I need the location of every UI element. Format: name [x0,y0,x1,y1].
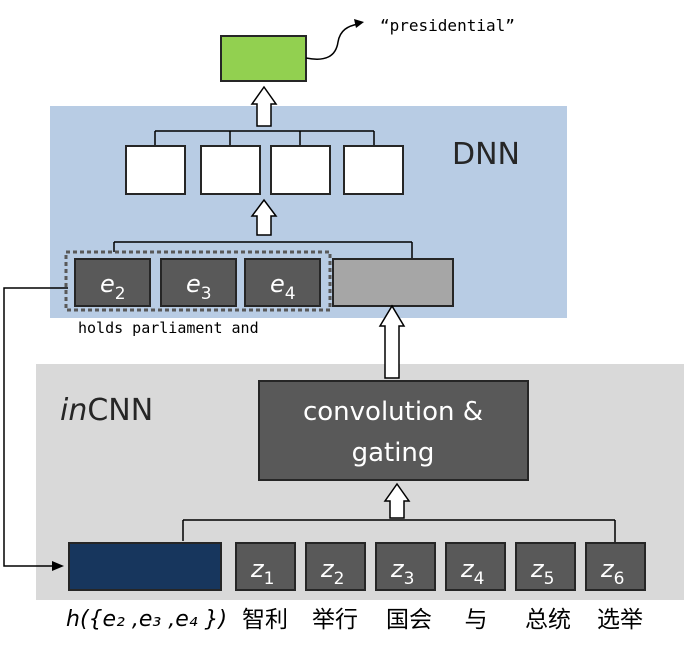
up-arrow-to-hidden [250,198,278,236]
embedding-box-e4 [244,258,321,307]
source-box-z5 [515,542,576,591]
hidden-unit [200,145,261,195]
source-word-zh-5: 总统 [525,607,571,633]
up-arrow-to-context [378,304,406,379]
phrase-summary-box [68,542,222,591]
hidden-unit [125,145,186,195]
phrase-text: holds parliament and [78,319,259,337]
source-box-z6 [585,542,646,591]
embedding-box-e3 [160,258,237,307]
source-box-z2 [305,542,366,591]
up-arrow-to-convolution [383,482,411,519]
source-word-zh-6: 选举 [597,607,643,633]
gated-context-box [332,258,454,307]
convolution-label-line2: gating [352,438,435,468]
source-label-z3: z3 [390,555,414,589]
convolution-gating-box [258,380,529,481]
source-word-zh-1: 智利 [242,607,288,633]
output-box [220,35,307,82]
source-word-zh-2: 举行 [312,607,358,633]
source-label-z5: z5 [530,555,554,589]
phrase-to-summary-connector [3,287,68,567]
phrase-summary-label: h({e₂ ,e₃ ,e₄ }) [66,607,227,632]
embedding-label-e2: e2 [100,270,126,304]
incnn-title: inCNN [60,393,153,428]
embedding-label-e4: e4 [270,270,296,304]
output-pointer-line [305,23,359,60]
source-box-z1 [235,542,296,591]
source-word-zh-4: 与 [465,607,488,633]
dnn-title: DNN [452,137,520,172]
output-pointer-arrowhead [354,19,364,28]
hidden-unit [343,145,404,195]
source-label-z6: z6 [600,555,624,589]
source-box-z3 [375,542,436,591]
embedding-box-e2 [74,258,151,307]
phrase-to-summary-arrowhead [52,561,64,571]
output-label: “presidential” [380,16,515,35]
hidden-unit [270,145,331,195]
source-box-z4 [445,542,506,591]
embedding-label-e3: e3 [186,270,212,304]
source-label-z4: z4 [460,555,484,589]
up-arrow-to-output [250,85,278,127]
source-word-boxes: z1 z2 z3 z4 z5 z6 [235,542,646,591]
source-label-z1: z1 [250,555,274,589]
source-word-zh-3: 国会 [386,607,432,633]
convolution-label-line1: convolution & [303,397,483,427]
source-label-z2: z2 [320,555,344,589]
